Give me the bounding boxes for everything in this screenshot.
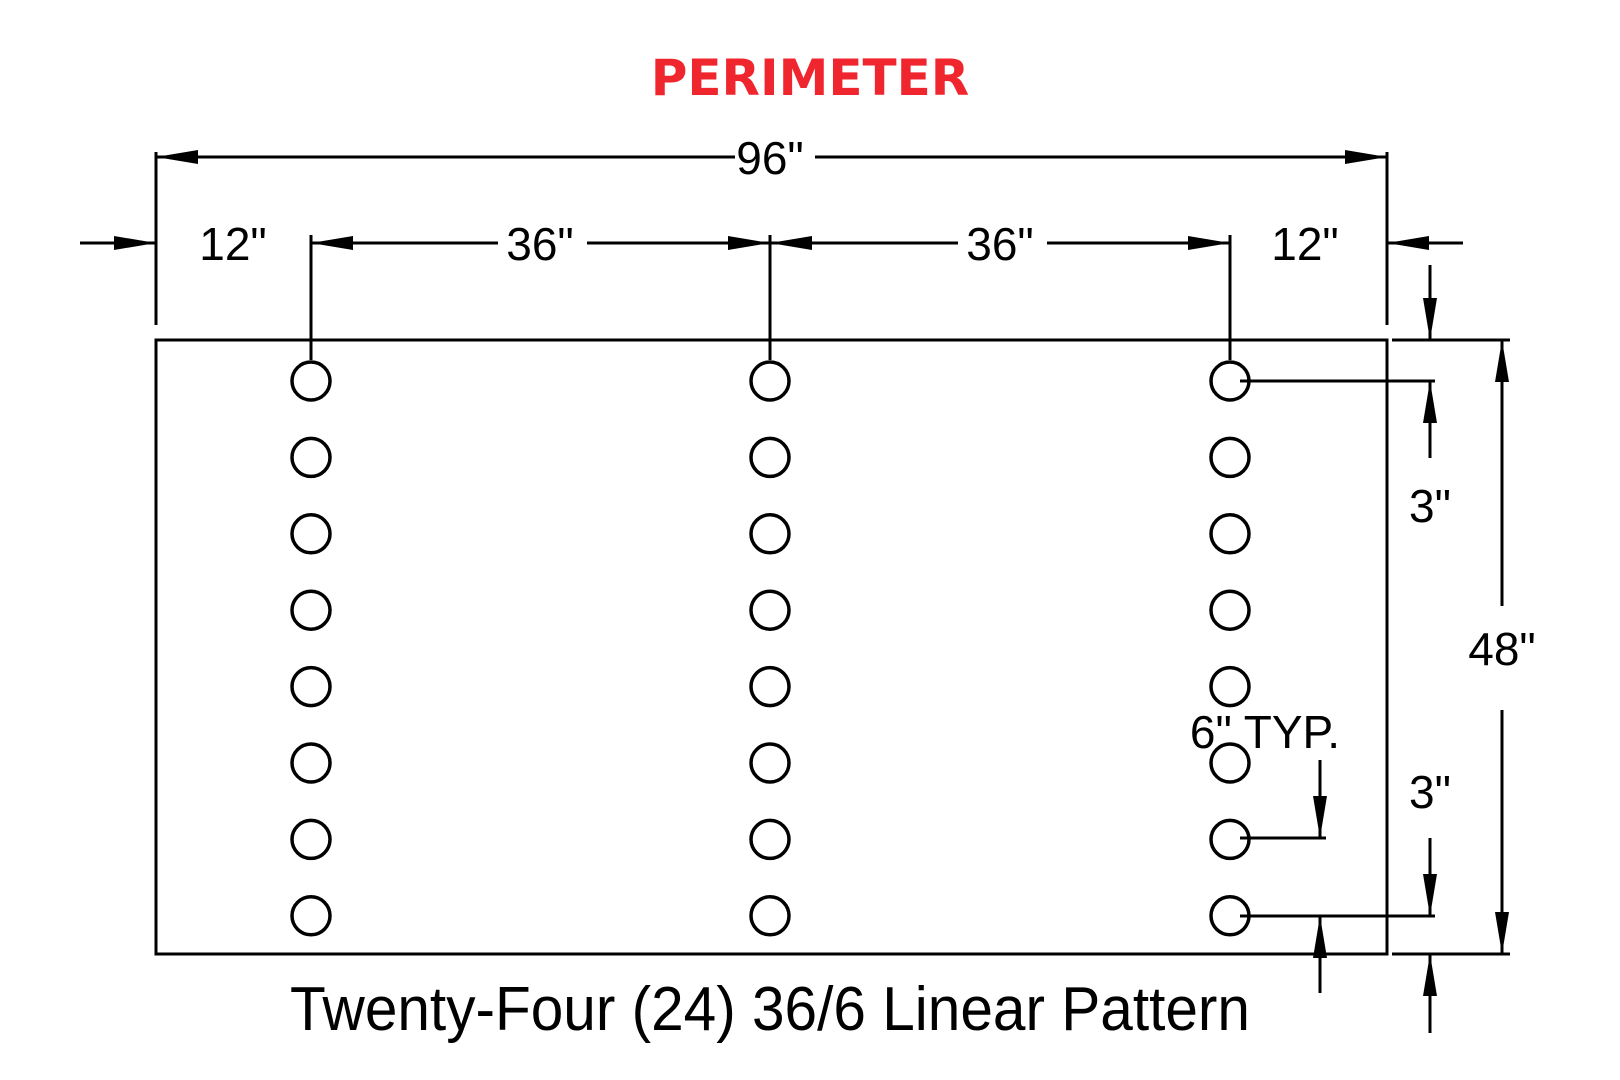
hole-marker xyxy=(290,436,332,479)
hole-marker xyxy=(749,436,791,479)
pattern-caption: Twenty-Four (24) 36/6 Linear Pattern xyxy=(290,975,1250,1044)
right-edge-label: 12" xyxy=(1271,218,1339,270)
top-edge-label: 3" xyxy=(1409,480,1451,532)
hole-marker xyxy=(1209,742,1251,784)
hole-marker xyxy=(749,895,791,937)
hole-marker xyxy=(1209,436,1251,479)
hole-marker xyxy=(749,818,791,861)
panel-outline xyxy=(154,338,1389,956)
hole-marker xyxy=(749,589,791,631)
hole-marker xyxy=(290,360,332,402)
hole-marker xyxy=(1209,589,1251,631)
hole-marker xyxy=(290,589,332,631)
hole-marker xyxy=(290,895,332,937)
hole-marker xyxy=(749,665,791,708)
hole-marker xyxy=(290,513,332,555)
hole-marker xyxy=(749,513,791,555)
overall-height-label: 48" xyxy=(1468,623,1536,675)
hole-marker xyxy=(749,360,791,402)
hole-spacing-label: 6" TYP. xyxy=(1190,706,1340,758)
arrowhead-right-icon xyxy=(1345,150,1387,164)
hole-marker xyxy=(1209,513,1251,555)
hole-pattern xyxy=(290,360,1251,937)
spacing-right-label: 36" xyxy=(966,218,1034,270)
hole-marker xyxy=(290,742,332,784)
hole-marker xyxy=(290,665,332,708)
overall-width-label: 96" xyxy=(736,132,804,184)
hole-marker xyxy=(749,742,791,784)
left-edge-label: 12" xyxy=(199,218,267,270)
spacing-left-label: 36" xyxy=(506,218,574,270)
overall-width-dimension: 96" xyxy=(154,132,1389,325)
hole-marker xyxy=(290,818,332,861)
spacing-dimensions: 12" 36" 36" 12" xyxy=(80,218,1463,360)
diagram-title: PERIMETER xyxy=(651,49,970,107)
vertical-dimensions: 3" 3" 48" xyxy=(1240,265,1536,1033)
bottom-edge-label: 3" xyxy=(1409,766,1451,818)
arrowhead-left-icon xyxy=(156,150,198,164)
hole-spacing-callout: 6" TYP. xyxy=(1190,706,1340,993)
hole-marker xyxy=(1209,665,1251,708)
